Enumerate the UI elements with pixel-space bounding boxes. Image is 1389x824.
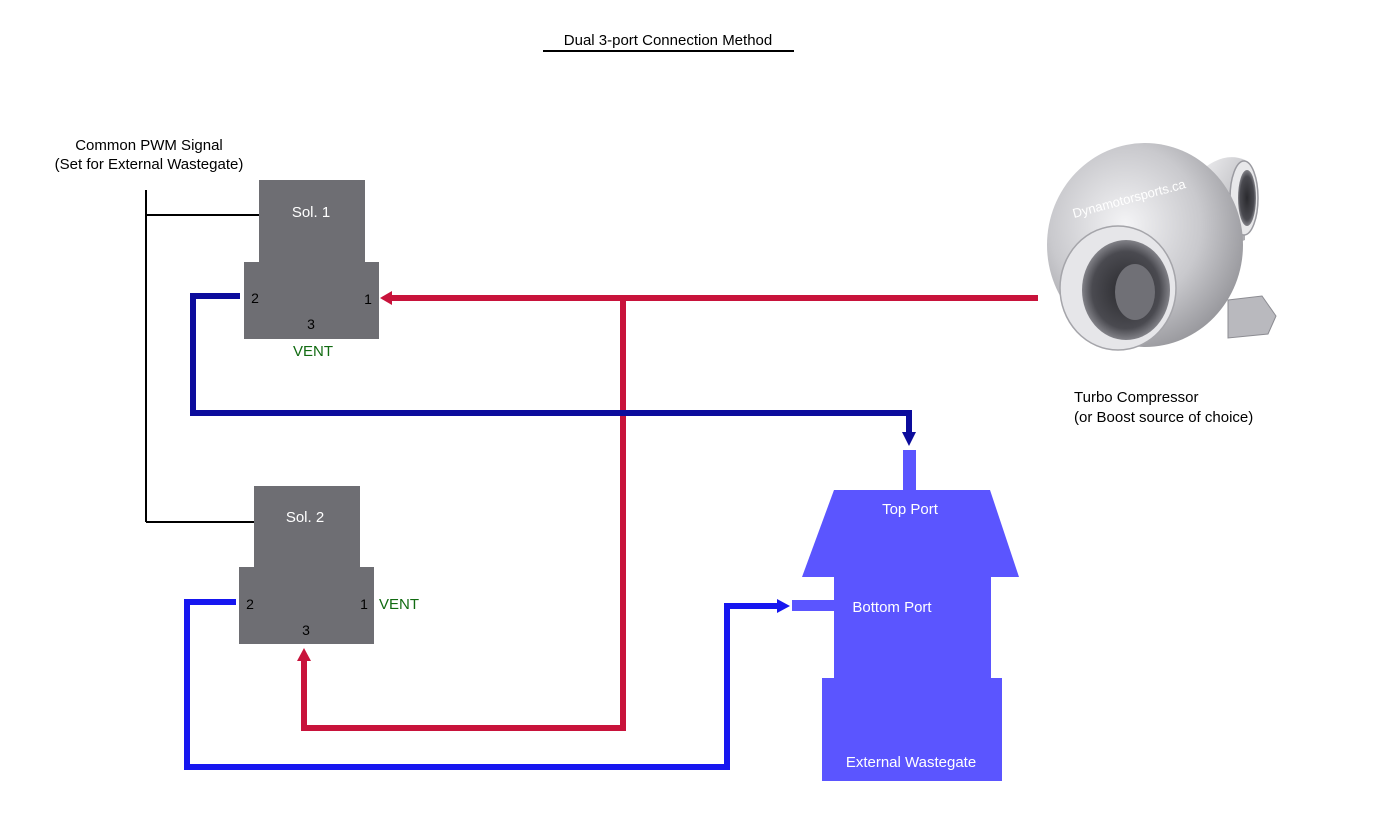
pwm-signal-label: Common PWM Signal bbox=[75, 137, 223, 154]
sol2-name: Sol. 2 bbox=[286, 509, 324, 526]
external-wastegate: Top Port Bottom Port External Wastegate bbox=[792, 450, 1019, 781]
sol2-port3-arrowhead bbox=[297, 648, 311, 661]
sol2-port3: 3 bbox=[302, 622, 310, 638]
sol2-vent-label: VENT bbox=[379, 596, 419, 613]
top-port-arrowhead bbox=[902, 432, 916, 446]
turbo-compressor-image: Dynamotorsports.ca bbox=[1047, 143, 1277, 351]
wastegate-label: External Wastegate bbox=[846, 754, 976, 771]
pwm-signal-sublabel: (Set for External Wastegate) bbox=[55, 156, 244, 173]
diagram-title: Dual 3-port Connection Method bbox=[564, 32, 772, 49]
sol1-vent-label: VENT bbox=[293, 343, 333, 360]
boost-lines bbox=[301, 295, 1038, 731]
sol2-port2: 2 bbox=[246, 596, 254, 612]
solenoid-1: Sol. 1 2 1 3 bbox=[244, 180, 379, 339]
sol2-to-bottom-port-line bbox=[184, 599, 778, 770]
top-port-label: Top Port bbox=[882, 501, 939, 518]
bottom-port-label: Bottom Port bbox=[852, 599, 932, 616]
sol1-port1-arrowhead bbox=[380, 291, 392, 305]
sol1-port3: 3 bbox=[307, 316, 315, 332]
solenoid-2: Sol. 2 2 1 3 bbox=[239, 486, 374, 644]
sol1-name: Sol. 1 bbox=[292, 204, 330, 221]
sol1-port1: 1 bbox=[364, 291, 372, 307]
turbo-sublabel: (or Boost source of choice) bbox=[1074, 409, 1253, 426]
turbo-label: Turbo Compressor bbox=[1074, 389, 1198, 406]
bottom-port-arrowhead bbox=[777, 599, 790, 613]
sol2-port1: 1 bbox=[360, 596, 368, 612]
pwm-signal-wires bbox=[145, 190, 259, 523]
sol1-port2: 2 bbox=[251, 290, 259, 306]
sol1-to-top-port-line bbox=[190, 293, 912, 434]
